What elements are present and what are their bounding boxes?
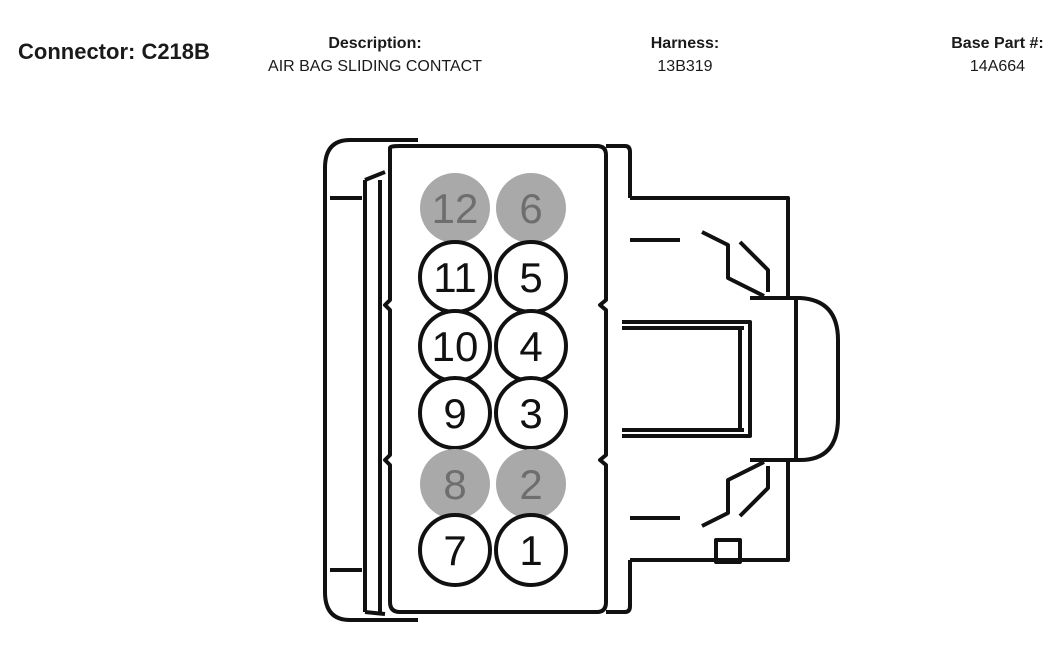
description-value: AIR BAG SLIDING CONTACT [268, 58, 482, 75]
pin-number: 9 [443, 390, 466, 437]
pin-number: 11 [433, 254, 477, 301]
pin-12: 12 [420, 173, 490, 243]
pin-1: 1 [494, 513, 568, 587]
pin-8: 8 [420, 449, 490, 519]
pin-cavity [418, 513, 492, 587]
pin-number: 1 [519, 527, 542, 574]
pin-number: 6 [519, 185, 542, 232]
pin-cavity [420, 173, 490, 243]
harness-value: 13B319 [657, 58, 713, 75]
description-label: Description: [328, 35, 422, 52]
connector-housing [323, 138, 840, 622]
pin-5: 5 [494, 240, 568, 314]
pin-3: 3 [494, 376, 568, 450]
pin-number: 4 [519, 323, 542, 370]
pin-2: 2 [496, 449, 566, 519]
pin-number: 8 [443, 461, 466, 508]
base-part-label: Base Part #: [951, 35, 1044, 52]
pin-6: 6 [496, 173, 566, 243]
pin-number: 3 [519, 390, 542, 437]
harness-field: Harness: 13B319 [625, 35, 745, 77]
pin-9: 9 [418, 376, 492, 450]
pin-cavity [494, 513, 568, 587]
pin-10: 10 [418, 309, 492, 383]
pin-number: 2 [519, 461, 542, 508]
pin-grid: 12 6 11 5 10 4 9 3 8 2 7 1 [418, 173, 568, 587]
pin-number: 7 [443, 527, 466, 574]
base-part-value: 14A664 [969, 58, 1026, 75]
pin-4: 4 [494, 309, 568, 383]
pin-11: 11 [418, 240, 492, 314]
base-part-field: Base Part #: 14A664 [935, 35, 1060, 77]
pin-cavity [420, 449, 490, 519]
description-field: Description: AIR BAG SLIDING CONTACT [255, 35, 495, 77]
connector-title: Connector: C218B [18, 39, 210, 64]
pin-number: 5 [519, 254, 542, 301]
pin-cavity [418, 376, 492, 450]
pin-cavity [496, 173, 566, 243]
pin-number: 10 [432, 323, 479, 370]
pin-7: 7 [418, 513, 492, 587]
pin-cavity [494, 376, 568, 450]
harness-label: Harness: [650, 35, 720, 52]
pin-number: 12 [432, 185, 479, 232]
pin-cavity [496, 449, 566, 519]
